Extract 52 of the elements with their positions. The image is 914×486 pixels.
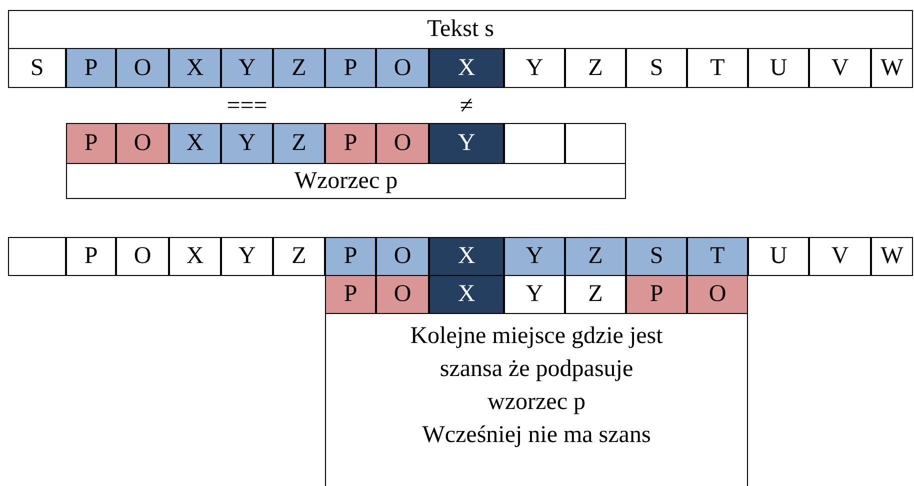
comparison-mark: ≠ [458, 92, 474, 120]
letter-cell: U [748, 237, 809, 276]
letter-cell: Z [273, 123, 325, 164]
letter-cell: O [687, 275, 748, 314]
letter-cell: P [325, 123, 376, 164]
letter-cell: Y [221, 237, 273, 276]
letter-cell: Y [504, 48, 565, 88]
letter-cell: T [687, 48, 748, 88]
letter-cell: Y [221, 123, 273, 164]
letter-cell: X [429, 275, 504, 314]
letter-cell: V [809, 237, 871, 276]
letter-cell: P [325, 275, 376, 314]
letter-cell: U [748, 48, 809, 88]
letter-cell: X [169, 48, 221, 88]
letter-cell: O [116, 123, 169, 164]
letter-cell: S [626, 48, 687, 88]
letter-cell: X [429, 48, 504, 88]
letter-cell: P [66, 123, 116, 164]
letter-cell: V [809, 48, 871, 88]
letter-cell: Z [565, 275, 626, 314]
letter-cell: S [626, 237, 687, 276]
letter-cell: O [376, 237, 429, 276]
letter-cell: Z [565, 237, 626, 276]
letter-cell: Y [221, 48, 273, 88]
header-cell: Wzorzec p [66, 163, 626, 199]
letter-cell: P [66, 48, 116, 88]
letter-cell: P [325, 237, 376, 276]
letter-cell: X [169, 237, 221, 276]
note-text: Kolejne miejsce gdzie jest szansa że podpasuje wzorzec p [409, 322, 664, 417]
letter-cell: O [376, 123, 429, 164]
letter-cell: Z [565, 48, 626, 88]
letter-cell: O [376, 48, 429, 88]
header-cell: Tekst s [8, 10, 913, 49]
letter-cell: X [429, 237, 504, 276]
letter-cell: O [116, 237, 169, 276]
letter-cell: Y [504, 237, 565, 276]
letter-cell: W [871, 237, 913, 276]
letter-cell: W [871, 48, 913, 88]
letter-cell: P [66, 237, 116, 276]
letter-cell: S [8, 48, 66, 88]
letter-cell: Z [273, 48, 325, 88]
letter-cell: X [169, 123, 221, 164]
letter-cell: Y [429, 123, 504, 164]
comparison-mark: === [226, 92, 268, 120]
note-text: Wcześniej nie ma szans [421, 421, 652, 450]
letter-cell: Z [273, 237, 325, 276]
letter-cell: Y [504, 275, 565, 314]
letter-cell: P [325, 48, 376, 88]
letter-cell: O [376, 275, 429, 314]
letter-cell: O [116, 48, 169, 88]
letter-cell: T [687, 237, 748, 276]
letter-cell: P [626, 275, 687, 314]
